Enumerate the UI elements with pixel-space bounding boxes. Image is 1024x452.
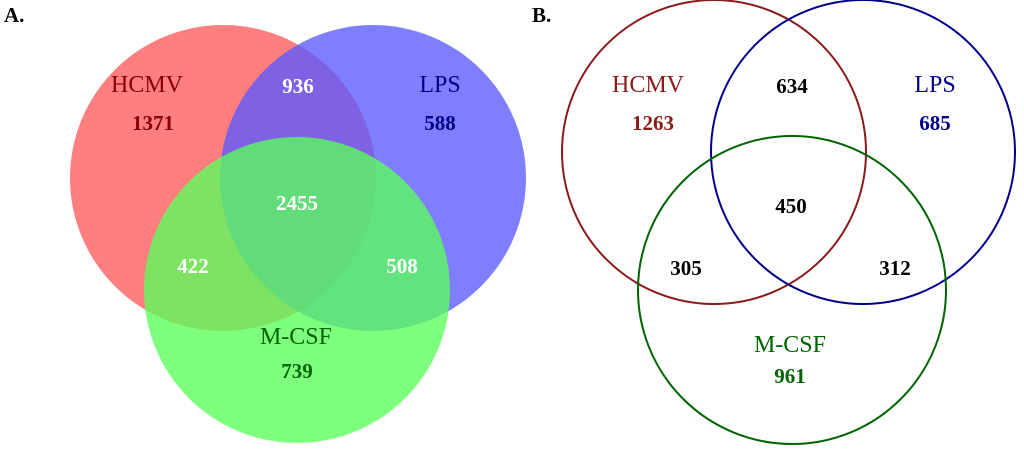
lps-mcsf-intersection-count: 312 — [879, 256, 911, 280]
lps-unique-count: 685 — [919, 111, 951, 135]
mcsf-set-name: M-CSF — [260, 324, 332, 350]
lps-circle-outline — [710, 0, 1016, 305]
panel-a: A. HCMV 1371 LPS 588 M-CSF 739 936 2455 … — [4, 3, 526, 443]
mcsf-circle — [144, 137, 450, 443]
all-sets-intersection-count: 450 — [775, 194, 807, 218]
panel-a-label: A. — [4, 3, 24, 27]
hcmv-mcsf-intersection-count: 422 — [177, 254, 209, 278]
mcsf-unique-count: 739 — [281, 359, 313, 383]
hcmv-lps-intersection-count: 936 — [282, 74, 314, 98]
mcsf-set-name: M-CSF — [754, 332, 826, 358]
hcmv-unique-count: 1371 — [132, 111, 174, 135]
hcmv-unique-count: 1263 — [632, 111, 674, 135]
lps-unique-count: 588 — [424, 111, 456, 135]
hcmv-lps-intersection-count: 634 — [776, 74, 808, 98]
hcmv-set-name: HCMV — [111, 72, 184, 98]
all-sets-intersection-count: 2455 — [276, 191, 318, 215]
panel-b: B. HCMV 1263 LPS 685 M-CSF 961 634 450 3… — [532, 0, 1016, 445]
lps-set-name: LPS — [914, 72, 955, 98]
hcmv-set-name: HCMV — [612, 72, 685, 98]
lps-set-name: LPS — [419, 72, 460, 98]
lps-mcsf-intersection-count: 508 — [386, 254, 418, 278]
mcsf-unique-count: 961 — [774, 364, 806, 388]
hcmv-circle-outline — [561, 0, 867, 305]
mcsf-circle-outline — [637, 135, 947, 445]
panel-b-label: B. — [532, 3, 551, 27]
hcmv-mcsf-intersection-count: 305 — [670, 256, 702, 280]
